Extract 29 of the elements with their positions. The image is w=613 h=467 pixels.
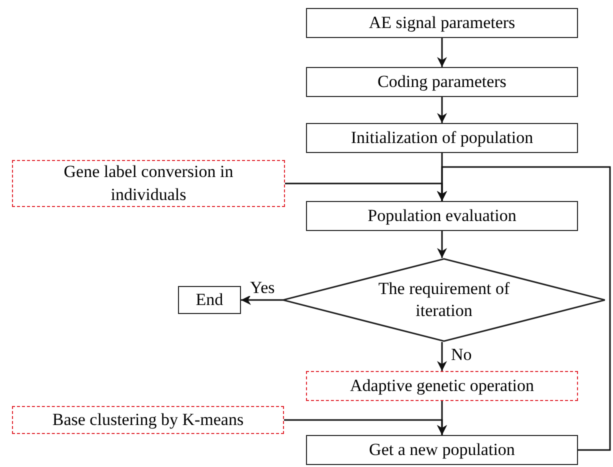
node-text: Coding parameters <box>378 70 506 93</box>
edge-label: Yes <box>249 279 276 296</box>
arrow <box>437 97 447 123</box>
process-box <box>178 286 241 314</box>
process-box <box>306 371 578 401</box>
edge-label: No <box>450 346 473 363</box>
process-box <box>306 123 578 153</box>
process-box <box>12 160 285 207</box>
arrow <box>284 419 447 435</box>
node-text: AE signal parameters <box>368 12 516 34</box>
arrow <box>437 38 447 67</box>
process-box <box>306 67 578 97</box>
node-text: The requirement of iteration <box>377 278 511 322</box>
node-text: Population evaluation <box>368 204 516 227</box>
decision-diamond <box>283 258 605 342</box>
arrow <box>437 231 447 258</box>
arrow <box>241 295 283 305</box>
arrow <box>437 166 611 451</box>
process-box <box>306 8 578 38</box>
node-text: Get a new population <box>369 438 515 461</box>
process-box <box>306 201 578 231</box>
node-text: Base clustering by K-means <box>52 408 244 431</box>
node-text: Initialization of population <box>350 126 534 149</box>
arrow <box>437 342 447 371</box>
node-text: Adaptive genetic operation <box>350 374 534 397</box>
process-box <box>12 406 284 434</box>
node-text: End <box>196 288 224 311</box>
process-box <box>306 435 578 465</box>
node-text: Gene label conversion in individuals <box>62 161 234 206</box>
